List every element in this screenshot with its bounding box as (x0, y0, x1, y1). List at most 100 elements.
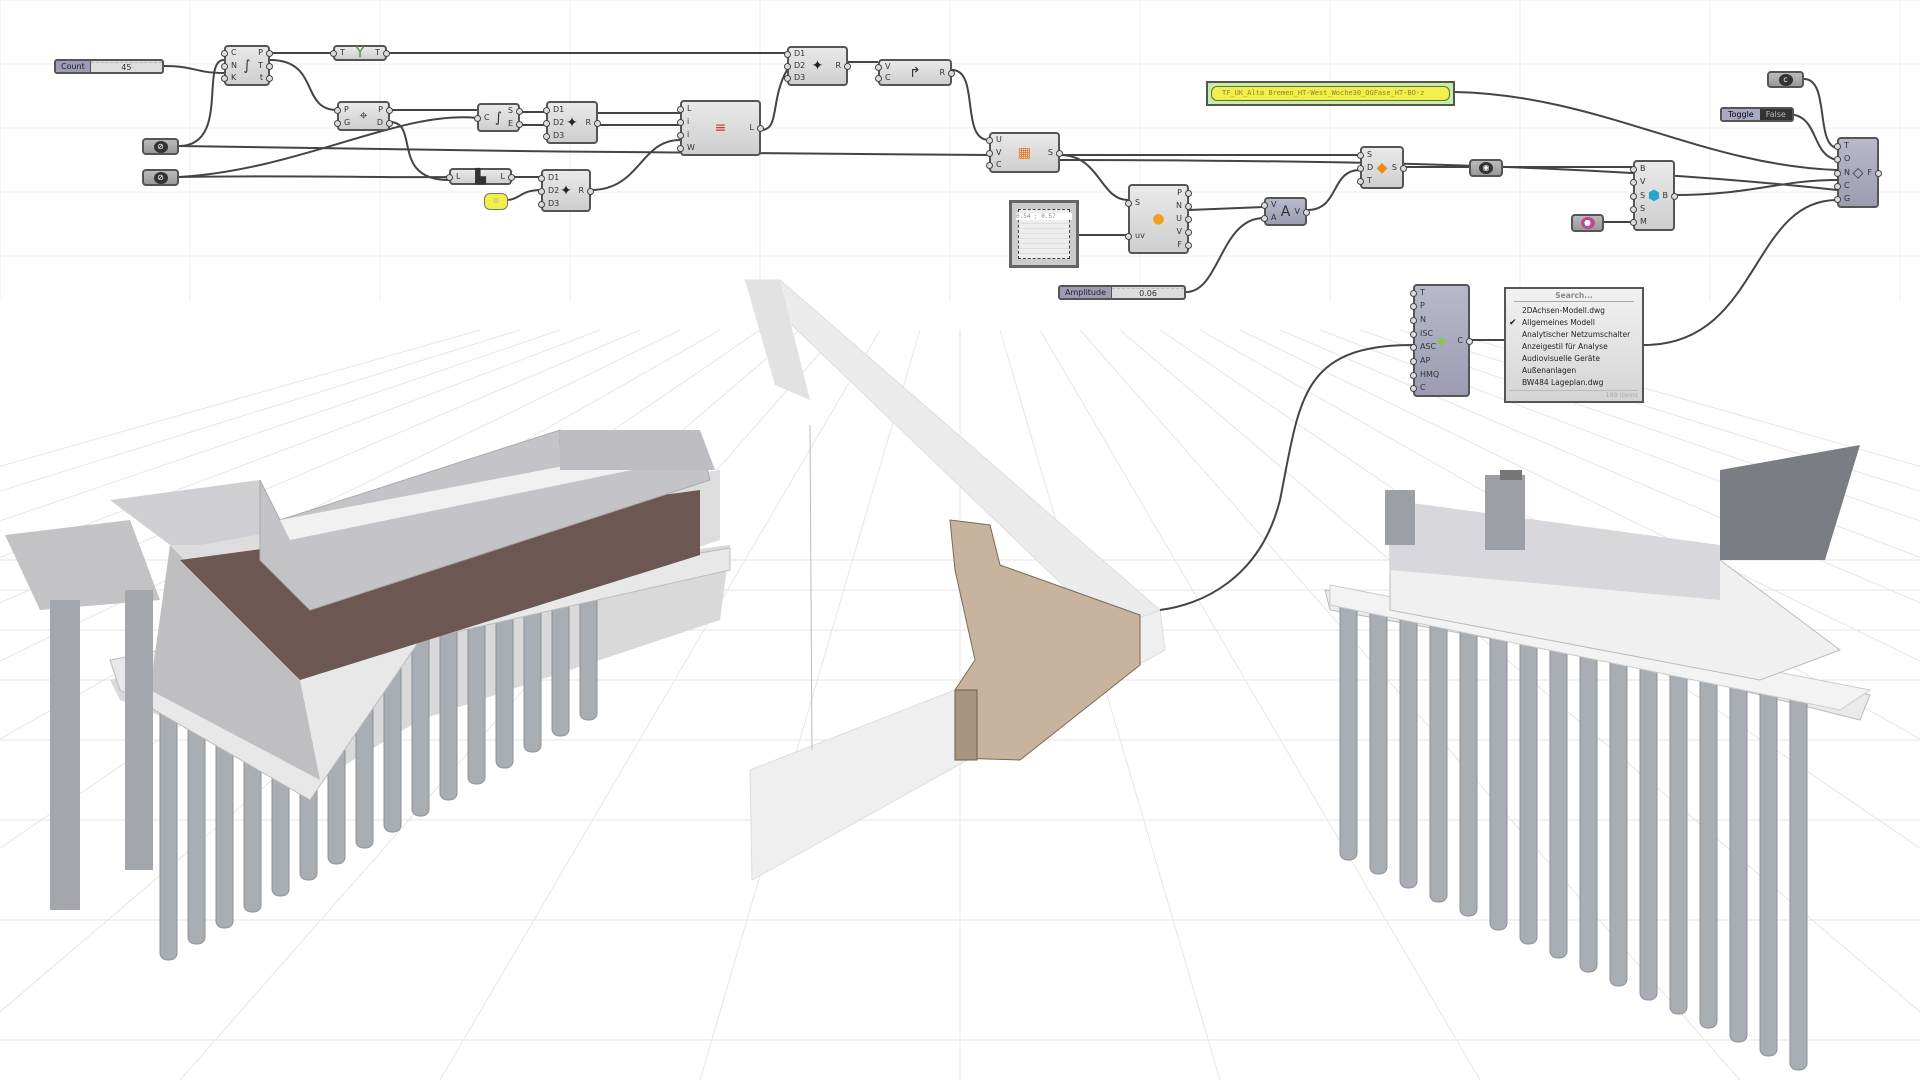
port-grip[interactable] (1834, 182, 1841, 190)
port-grip[interactable] (221, 50, 228, 58)
input-port[interactable]: L (687, 103, 692, 113)
input-port[interactable]: C (1420, 383, 1426, 393)
input-port[interactable]: S (1135, 197, 1141, 207)
input-port[interactable]: V (1640, 177, 1646, 187)
port-grip[interactable] (986, 161, 993, 169)
port-grip[interactable] (677, 118, 684, 126)
port-grip[interactable] (1834, 156, 1841, 164)
input-port[interactable]: D2 (794, 61, 806, 70)
output-port[interactable]: R (585, 117, 591, 127)
input-port[interactable]: O (1844, 154, 1851, 164)
input-port[interactable]: HMQ (1420, 369, 1440, 379)
input-port[interactable]: D (1367, 162, 1374, 172)
input-port[interactable]: M (1640, 217, 1647, 227)
output-port[interactable]: P (378, 104, 383, 114)
input-port[interactable]: D3 (548, 198, 560, 208)
output-port[interactable]: E (507, 118, 513, 128)
input-port[interactable]: W (687, 142, 695, 152)
dropdown-search[interactable]: Search... (1514, 291, 1634, 302)
port-grip[interactable] (594, 119, 601, 127)
input-port[interactable]: V (996, 147, 1002, 157)
input-port[interactable]: T (1844, 140, 1849, 150)
dropdown-item[interactable]: Anzeigestil für Analyse (1506, 340, 1642, 352)
port-grip[interactable] (1671, 192, 1678, 200)
port-grip[interactable] (1630, 179, 1637, 187)
dropdown-item[interactable]: ✔Allgemeines Modell (1506, 316, 1642, 328)
input-port[interactable]: ISC (1420, 328, 1434, 338)
port-grip[interactable] (508, 173, 515, 181)
input-port[interactable]: i (687, 116, 690, 126)
port-grip[interactable] (1125, 199, 1132, 207)
param-top-right[interactable]: c (1767, 71, 1804, 88)
input-port[interactable]: K (231, 72, 237, 82)
input-port[interactable]: T (1420, 287, 1425, 297)
input-port[interactable]: S (1367, 149, 1373, 159)
port-grip[interactable] (1834, 196, 1841, 204)
output-port[interactable]: P (258, 48, 263, 58)
output-port[interactable]: B (1662, 190, 1669, 200)
port-grip[interactable] (386, 106, 393, 114)
input-port[interactable]: B (1640, 163, 1646, 173)
port-grip[interactable] (986, 137, 993, 145)
port-grip[interactable] (875, 75, 882, 83)
port-grip[interactable] (266, 74, 273, 82)
input-port[interactable]: N (231, 60, 237, 70)
input-port[interactable]: G (1844, 194, 1851, 204)
port-grip[interactable] (986, 149, 993, 157)
input-port[interactable]: U (996, 135, 1002, 145)
port-grip[interactable] (1056, 149, 1063, 157)
port-grip[interactable] (784, 63, 791, 70)
port-grip[interactable] (677, 144, 684, 152)
port-grip[interactable] (330, 50, 337, 57)
output-port[interactable]: U (1176, 214, 1182, 223)
input-port[interactable]: P (344, 104, 349, 114)
param-geometry-2[interactable]: ⊘ (142, 169, 179, 186)
port-grip[interactable] (1630, 219, 1637, 227)
input-port[interactable]: D3 (794, 73, 806, 82)
input-port[interactable]: C (885, 73, 891, 83)
zero-panel[interactable]: 0 (484, 193, 508, 210)
param-globe[interactable]: ◉ (1469, 159, 1503, 177)
port-grip[interactable] (1410, 385, 1417, 393)
port-grip[interactable] (1630, 192, 1637, 200)
output-port[interactable]: C (1457, 335, 1463, 345)
input-port[interactable]: D2 (548, 185, 560, 195)
dropdown-item[interactable]: Außenanlagen (1506, 364, 1642, 376)
output-port[interactable]: F (1177, 240, 1182, 250)
port-grip[interactable] (1875, 169, 1882, 177)
port-grip[interactable] (1466, 337, 1473, 345)
input-port[interactable]: N (1844, 167, 1850, 177)
port-grip[interactable] (1303, 208, 1310, 216)
input-port[interactable]: V (885, 61, 891, 71)
input-port[interactable]: D2 (553, 117, 565, 127)
toggle-value[interactable]: False (1759, 109, 1792, 120)
port-grip[interactable] (1185, 189, 1192, 197)
output-port[interactable]: t (259, 72, 263, 82)
output-port[interactable]: V (1176, 227, 1182, 237)
port-grip[interactable] (266, 62, 273, 70)
input-port[interactable]: D1 (548, 172, 560, 182)
port-grip[interactable] (1357, 177, 1364, 185)
slider-value[interactable]: 45 (90, 61, 162, 72)
input-port[interactable]: C (231, 48, 237, 58)
port-grip[interactable] (1261, 214, 1268, 222)
param-material[interactable]: ● (1571, 214, 1604, 232)
port-grip[interactable] (1410, 357, 1417, 365)
param-geometry-1[interactable]: ⊘ (142, 138, 179, 155)
port-grip[interactable] (538, 187, 545, 195)
port-grip[interactable] (1630, 165, 1637, 173)
port-grip[interactable] (1185, 229, 1192, 237)
input-port[interactable]: A (1271, 212, 1277, 222)
output-port[interactable]: R (578, 185, 584, 195)
input-port[interactable]: C (1844, 180, 1850, 190)
